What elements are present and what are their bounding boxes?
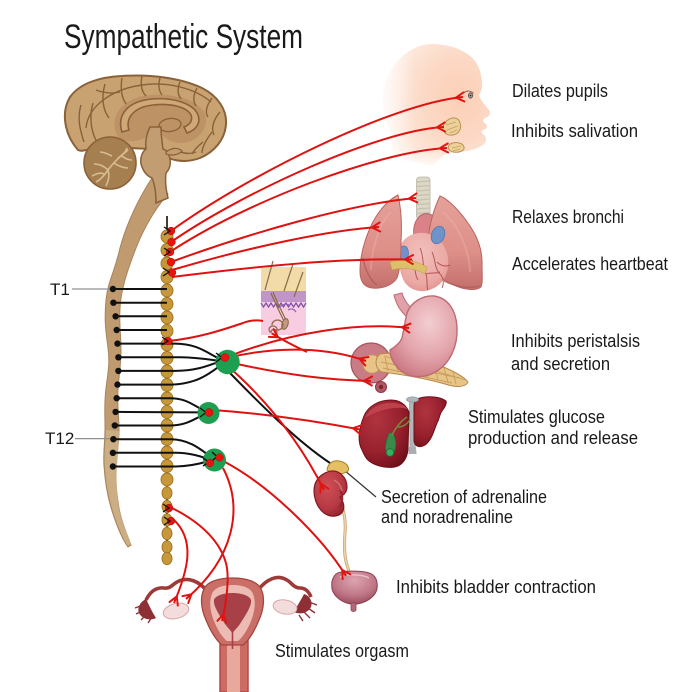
svg-text:Sympathetic System: Sympathetic System — [64, 18, 303, 56]
svg-text:production and release: production and release — [468, 428, 638, 448]
svg-text:Dilates pupils: Dilates pupils — [512, 81, 608, 101]
svg-text:Relaxes bronchi: Relaxes bronchi — [512, 207, 624, 227]
svg-text:Accelerates heartbeat: Accelerates heartbeat — [512, 254, 668, 274]
svg-text:and noradrenaline: and noradrenaline — [381, 507, 513, 527]
svg-text:Inhibits peristalsis: Inhibits peristalsis — [511, 331, 640, 351]
svg-text:Stimulates glucose: Stimulates glucose — [468, 407, 605, 427]
svg-text:and secretion: and secretion — [511, 354, 610, 374]
svg-text:Stimulates orgasm: Stimulates orgasm — [275, 641, 409, 661]
svg-text:Inhibits bladder contraction: Inhibits bladder contraction — [396, 577, 596, 597]
svg-text:T1: T1 — [50, 280, 70, 299]
svg-text:Secretion of adrenaline: Secretion of adrenaline — [381, 487, 547, 507]
svg-text:T12: T12 — [45, 429, 74, 448]
svg-text:Inhibits salivation: Inhibits salivation — [511, 121, 638, 141]
